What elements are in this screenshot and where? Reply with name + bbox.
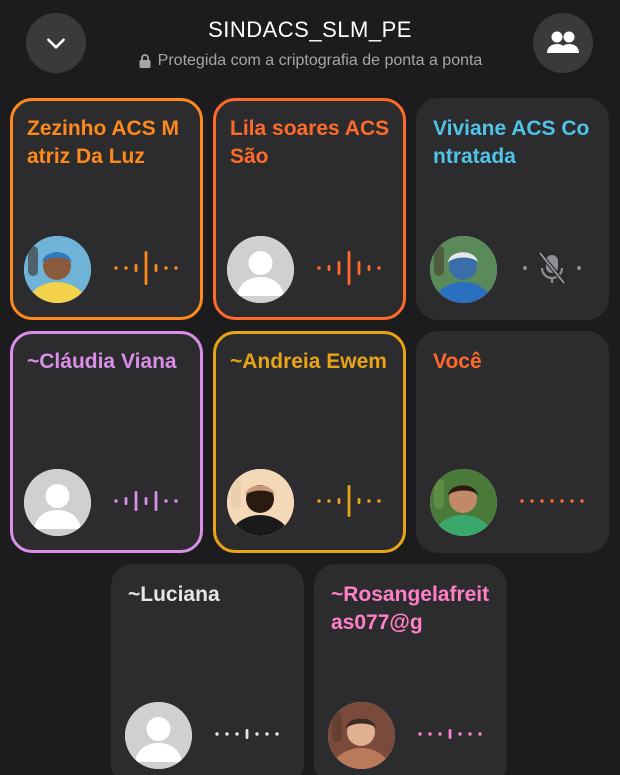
participant-tile-rosangela[interactable]: ~Rosangelafreitas077@g [314,564,507,775]
audio-level-indicator [314,250,384,286]
participant-name: Você [433,350,482,373]
avatar [227,236,294,303]
participant-tile-claudia[interactable]: ~Cláudia Viana [10,331,203,553]
profile-photo [430,236,497,303]
encryption-text: Protegida com a criptografia de ponta a … [157,52,483,69]
group-title: SINDACS_SLM_PE [208,17,412,42]
participant-tile-andreia[interactable]: ~Andreia Ewem [213,331,406,553]
default-avatar-icon [24,469,91,536]
participant-name: ~Cláudia Viana [27,350,177,373]
participant-name: ~Andreia Ewem [230,350,387,373]
participant-tile-lila[interactable]: Lila soares ACS São [213,98,406,320]
participant-name: Lila soares ACS São [230,117,390,168]
avatar [125,702,192,769]
chevron-down-icon [47,38,65,49]
profile-photo [328,702,395,769]
mic-muted-indicator [517,250,587,286]
audio-wave-icon [114,491,178,511]
audio-level-indicator [111,483,181,519]
encryption-notice: Protegida com a criptografia de ponta a … [0,52,620,70]
audio-level-indicator [111,250,181,286]
mic-muted-icon [523,251,581,285]
default-avatar-icon [125,702,192,769]
avatar [328,702,395,769]
participant-name: ~Luciana [128,583,220,606]
audio-wave-icon [520,499,584,503]
participant-tile-luciana[interactable]: ~Luciana [111,564,304,775]
profile-photo [24,236,91,303]
call-header: SINDACS_SLM_PE Protegida com a criptogra… [0,0,620,92]
audio-wave-icon [114,251,178,285]
participant-tile-zezinho[interactable]: Zezinho ACS Matriz Da Luz [10,98,203,320]
participant-name: Zezinho ACS Matriz Da Luz [27,117,180,168]
audio-level-indicator [212,716,282,752]
avatar [24,236,91,303]
audio-level-indicator [314,483,384,519]
audio-wave-icon [317,251,381,285]
audio-wave-icon [418,729,482,739]
minimize-call-button[interactable] [26,13,86,73]
audio-level-indicator [415,716,485,752]
audio-wave-icon [215,729,279,739]
audio-level-indicator [517,483,587,519]
default-avatar-icon [227,236,294,303]
participants-icon [547,31,579,53]
avatar [24,469,91,536]
profile-photo [430,469,497,536]
lock-icon [139,54,151,68]
participant-tile-voce[interactable]: Você [416,331,609,553]
avatar [430,469,497,536]
avatar [227,469,294,536]
avatar [430,236,497,303]
participants-button[interactable] [533,13,593,73]
participant-name: Viviane ACS Contratada [433,117,590,168]
profile-photo [227,469,294,536]
participant-tile-viviane[interactable]: Viviane ACS Contratada [416,98,609,320]
audio-wave-icon [317,485,381,517]
participant-name: ~Rosangelafreitas077@g [331,583,490,634]
